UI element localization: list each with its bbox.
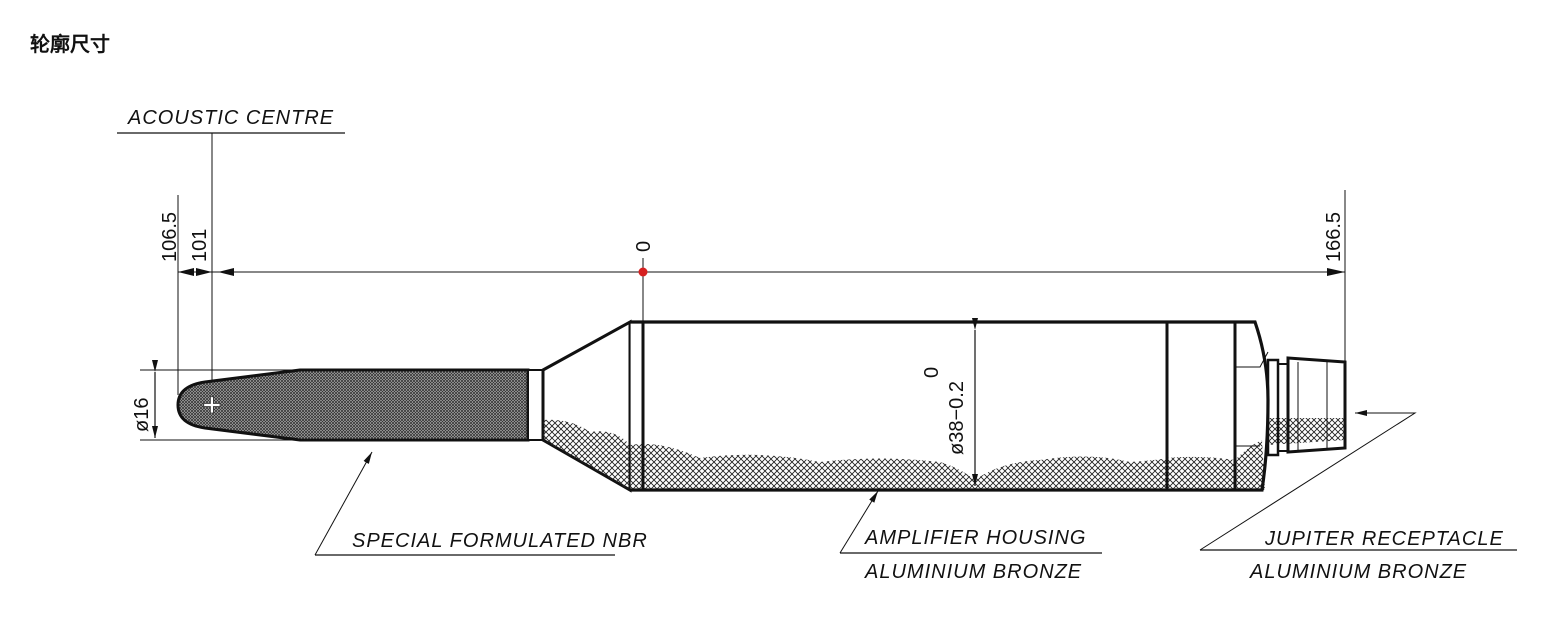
receptacle-material-label: ALUMINIUM BRONZE	[1249, 561, 1467, 583]
housing-label: AMPLIFIER HOUSING	[864, 527, 1086, 549]
acoustic-centre-label: ACOUSTIC CENTRE	[127, 107, 334, 129]
origin-point	[638, 267, 648, 277]
page-title: 轮廓尺寸	[30, 32, 110, 56]
dim-101: 101	[189, 229, 211, 262]
nbr-label: SPECIAL FORMULATED NBR	[352, 530, 648, 552]
jupiter-receptacle	[1266, 356, 1347, 457]
dim-166-5: 166.5	[1323, 212, 1345, 262]
nbr-leader	[314, 451, 373, 556]
dim-origin-zero: 0	[633, 241, 655, 252]
dim-dia16: ø16	[131, 398, 153, 432]
nbr-boot	[176, 368, 530, 442]
receptacle-leader	[1199, 410, 1417, 551]
dim-dia38: ø38−0.2	[946, 381, 968, 455]
housing-leader	[839, 490, 879, 554]
housing-hatch	[630, 440, 1265, 490]
dim-106-5: 106.5	[159, 212, 181, 262]
dim-dia38-tolerance-upper: 0	[921, 367, 943, 378]
dia16-dimension	[140, 360, 300, 441]
cone-hatch	[543, 419, 630, 490]
receptacle-label: JUPITER RECEPTACLE	[1264, 528, 1504, 550]
acoustic-centre-cross-icon: +	[201, 390, 223, 420]
boot-ring	[527, 369, 544, 441]
housing-material-label: ALUMINIUM BRONZE	[864, 561, 1082, 583]
length-dimension	[177, 190, 1346, 395]
